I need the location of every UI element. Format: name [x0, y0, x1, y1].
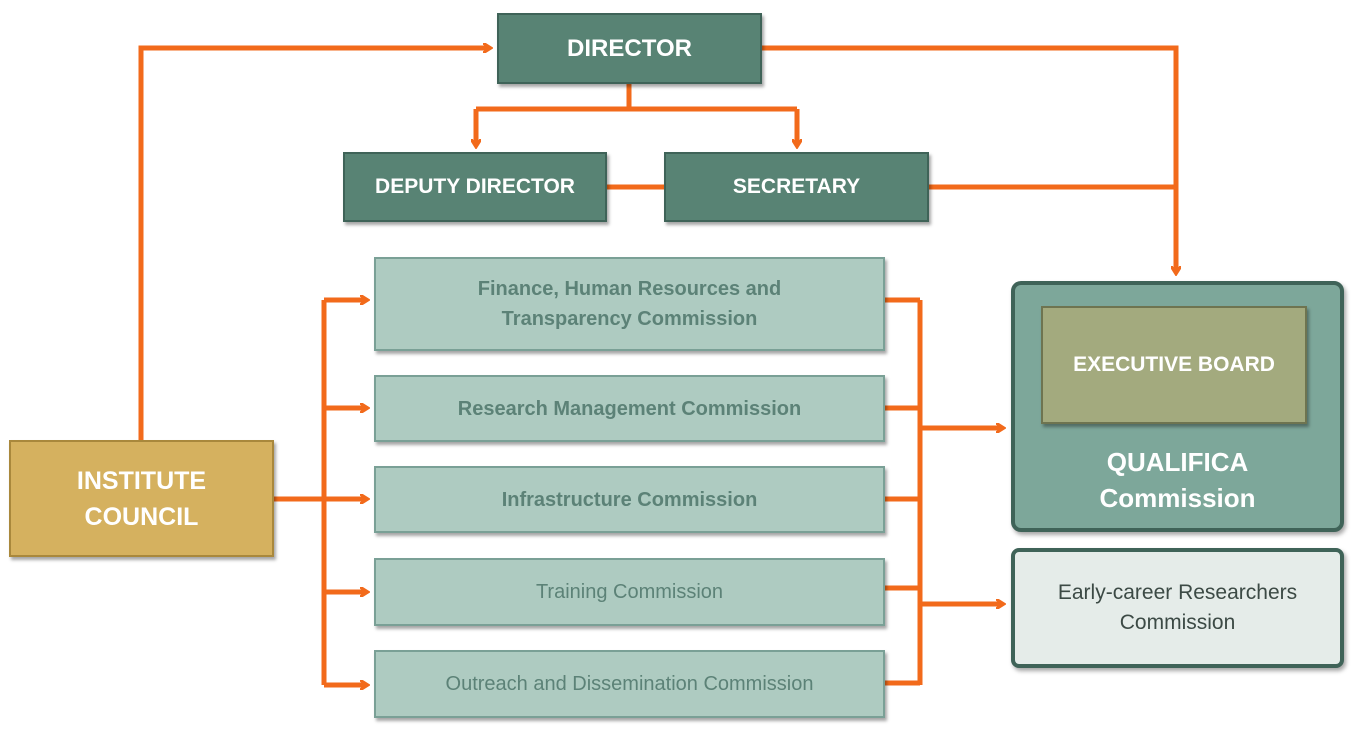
executive-board-label: EXECUTIVE BOARD	[1073, 353, 1275, 376]
training-commission-box: Training Commission	[374, 558, 885, 626]
institute-council-label-line1: INSTITUTE	[76, 466, 207, 495]
outreach-commission-label: Outreach and Dissemination Commission	[445, 673, 814, 695]
secretary-label: SECRETARY	[732, 175, 861, 198]
infrastructure-commission-box: Infrastructure Commission	[374, 466, 885, 533]
outreach-commission-box: Outreach and Dissemination Commission	[374, 650, 885, 718]
executive-board-box: EXECUTIVE BOARD	[1041, 306, 1307, 424]
director-box: DIRECTOR	[497, 13, 762, 84]
institute-council-box: INSTITUTE COUNCIL	[9, 440, 274, 557]
deputy-director-box: DEPUTY DIRECTOR	[343, 152, 607, 222]
arrow-council-to-director	[138, 48, 490, 440]
qualifica-commission-label: QUALIFICA Commission	[1011, 444, 1344, 516]
finance-commission-label-line2: Transparency Commission	[501, 308, 758, 330]
infrastructure-commission-label: Infrastructure Commission	[501, 488, 758, 511]
training-commission-label: Training Commission	[535, 581, 724, 603]
early-career-label-line2: Commission	[1119, 611, 1236, 634]
qualifica-label-line2: Commission	[1099, 483, 1256, 513]
qualifica-label-line1: QUALIFICA	[1106, 447, 1249, 477]
research-management-commission-label: Research Management Commission	[457, 397, 802, 420]
early-career-researchers-commission-box: Early-career Researchers Commission	[1011, 548, 1344, 668]
institute-council-label-line2: COUNCIL	[84, 502, 199, 531]
director-label: DIRECTOR	[567, 34, 692, 62]
secretary-box: SECRETARY	[664, 152, 929, 222]
early-career-label-line1: Early-career Researchers	[1057, 581, 1298, 604]
finance-commission-label-line1: Finance, Human Resources and	[477, 278, 782, 300]
finance-commission-box: Finance, Human Resources and Transparenc…	[374, 257, 885, 351]
deputy-director-label: DEPUTY DIRECTOR	[375, 175, 575, 198]
research-management-commission-box: Research Management Commission	[374, 375, 885, 442]
arrow-director-to-qualifica	[762, 45, 1176, 273]
